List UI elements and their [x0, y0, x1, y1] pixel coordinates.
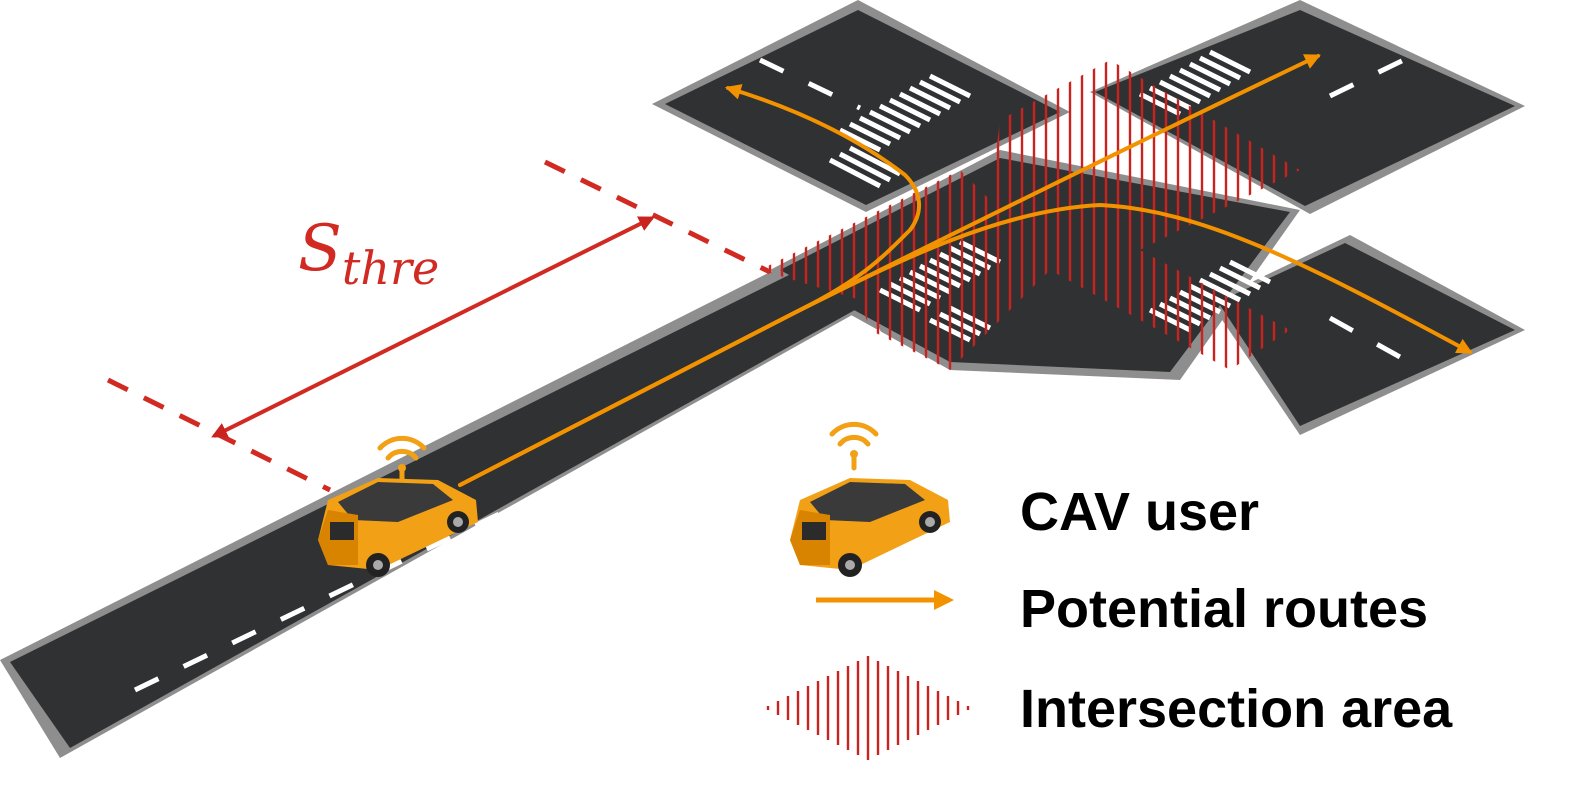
cross-road-se [1218, 243, 1515, 426]
cross-road-ne-lane-marking [1328, 49, 1422, 99]
wifi-signal-icon [829, 421, 879, 471]
car-icon [318, 478, 478, 577]
cav-car-on-road [318, 435, 478, 577]
crosswalk-east [1148, 259, 1272, 333]
crosswalk-west [828, 73, 972, 189]
legend-label-cav-user: CAV user [1020, 482, 1260, 542]
crosswalk-north [1088, 49, 1252, 143]
cross-road-nw-lane-marking [758, 57, 862, 111]
potential-routes [458, 54, 1473, 487]
legend-car-symbol [790, 421, 950, 577]
legend-label-potential-routes: Potential routes [1020, 579, 1429, 639]
car-icon [790, 478, 950, 577]
road-network [0, 0, 1525, 758]
cross-road-nw [665, 10, 1060, 205]
route-left [458, 84, 922, 487]
wifi-signal-icon [377, 435, 427, 483]
route-right [458, 202, 1473, 487]
main-road-lane-marking [133, 327, 882, 693]
threshold-distance-arrow [211, 216, 655, 438]
legend-intersection-hatch-symbol [766, 656, 970, 760]
threshold-boundary-far [543, 159, 772, 275]
threshold-distance-label: Sthre [298, 212, 439, 295]
cross-road-se-lane-marking [1328, 315, 1402, 360]
threshold-subscript: thre [341, 241, 440, 295]
cross-road-ne [1095, 10, 1515, 206]
legend-label-intersection-area: Intersection area [1020, 679, 1453, 739]
threshold-distance-annotation [106, 159, 772, 493]
threshold-symbol: S [298, 212, 342, 286]
